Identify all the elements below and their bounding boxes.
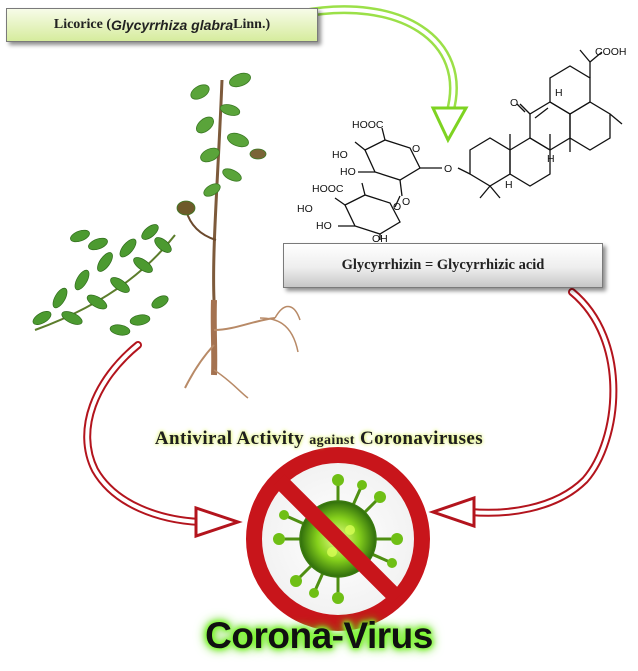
compound-label-box: Glycyrrhizin = Glycyrrhizic acid: [283, 243, 603, 288]
label-cooh: COOH: [595, 46, 627, 58]
green-arrow: [295, 5, 469, 144]
label-oh-1: OH: [372, 233, 388, 245]
label-h-upper: H: [555, 87, 563, 99]
structure-labels: COOH H O H H O HOOC HO HO O O HOOC HO HO…: [297, 46, 627, 245]
label-o-ring1: O: [412, 143, 420, 155]
plant-label-suffix: Linn.): [233, 17, 271, 32]
red-arrow-left: [83, 341, 243, 539]
label-hooc-1: HOOC: [352, 119, 384, 131]
label-ho-4: HO: [316, 220, 332, 232]
no-virus-sign: [246, 447, 430, 631]
virus-label: Corona-Virus: [205, 615, 433, 656]
activity-label-part2: against: [309, 433, 355, 448]
label-o-ketone: O: [510, 97, 518, 109]
label-hooc-2: HOOC: [312, 183, 344, 195]
label-o-link: O: [402, 196, 410, 208]
plant-label-latin: Glycyrrhiza glabra: [111, 17, 234, 33]
red-arrow-right: [428, 288, 618, 529]
label-h-lower: H: [505, 179, 513, 191]
label-ho-2: HO: [340, 166, 356, 178]
plant-label-prefix: Licorice (: [53, 17, 111, 32]
compound-label: Glycyrrhizin = Glycyrrhizic acid: [341, 257, 545, 273]
plant-label-box: Licorice ( Glycyrrhiza glabra Linn.): [6, 8, 318, 42]
label-o-ether: O: [444, 163, 452, 175]
label-h-mid: H: [547, 153, 555, 165]
label-ho-1: HO: [332, 149, 348, 161]
label-o-ring2: O: [393, 201, 401, 213]
glycyrrhizin-structure: [334, 49, 623, 240]
activity-label-part1: Antiviral Activity: [154, 428, 310, 449]
label-ho-3: HO: [297, 203, 313, 215]
activity-label: Antiviral Activity against Coronaviruses: [0, 428, 638, 450]
licorice-plant-illustration: [32, 72, 301, 399]
activity-label-part3: Coronaviruses: [354, 428, 484, 449]
